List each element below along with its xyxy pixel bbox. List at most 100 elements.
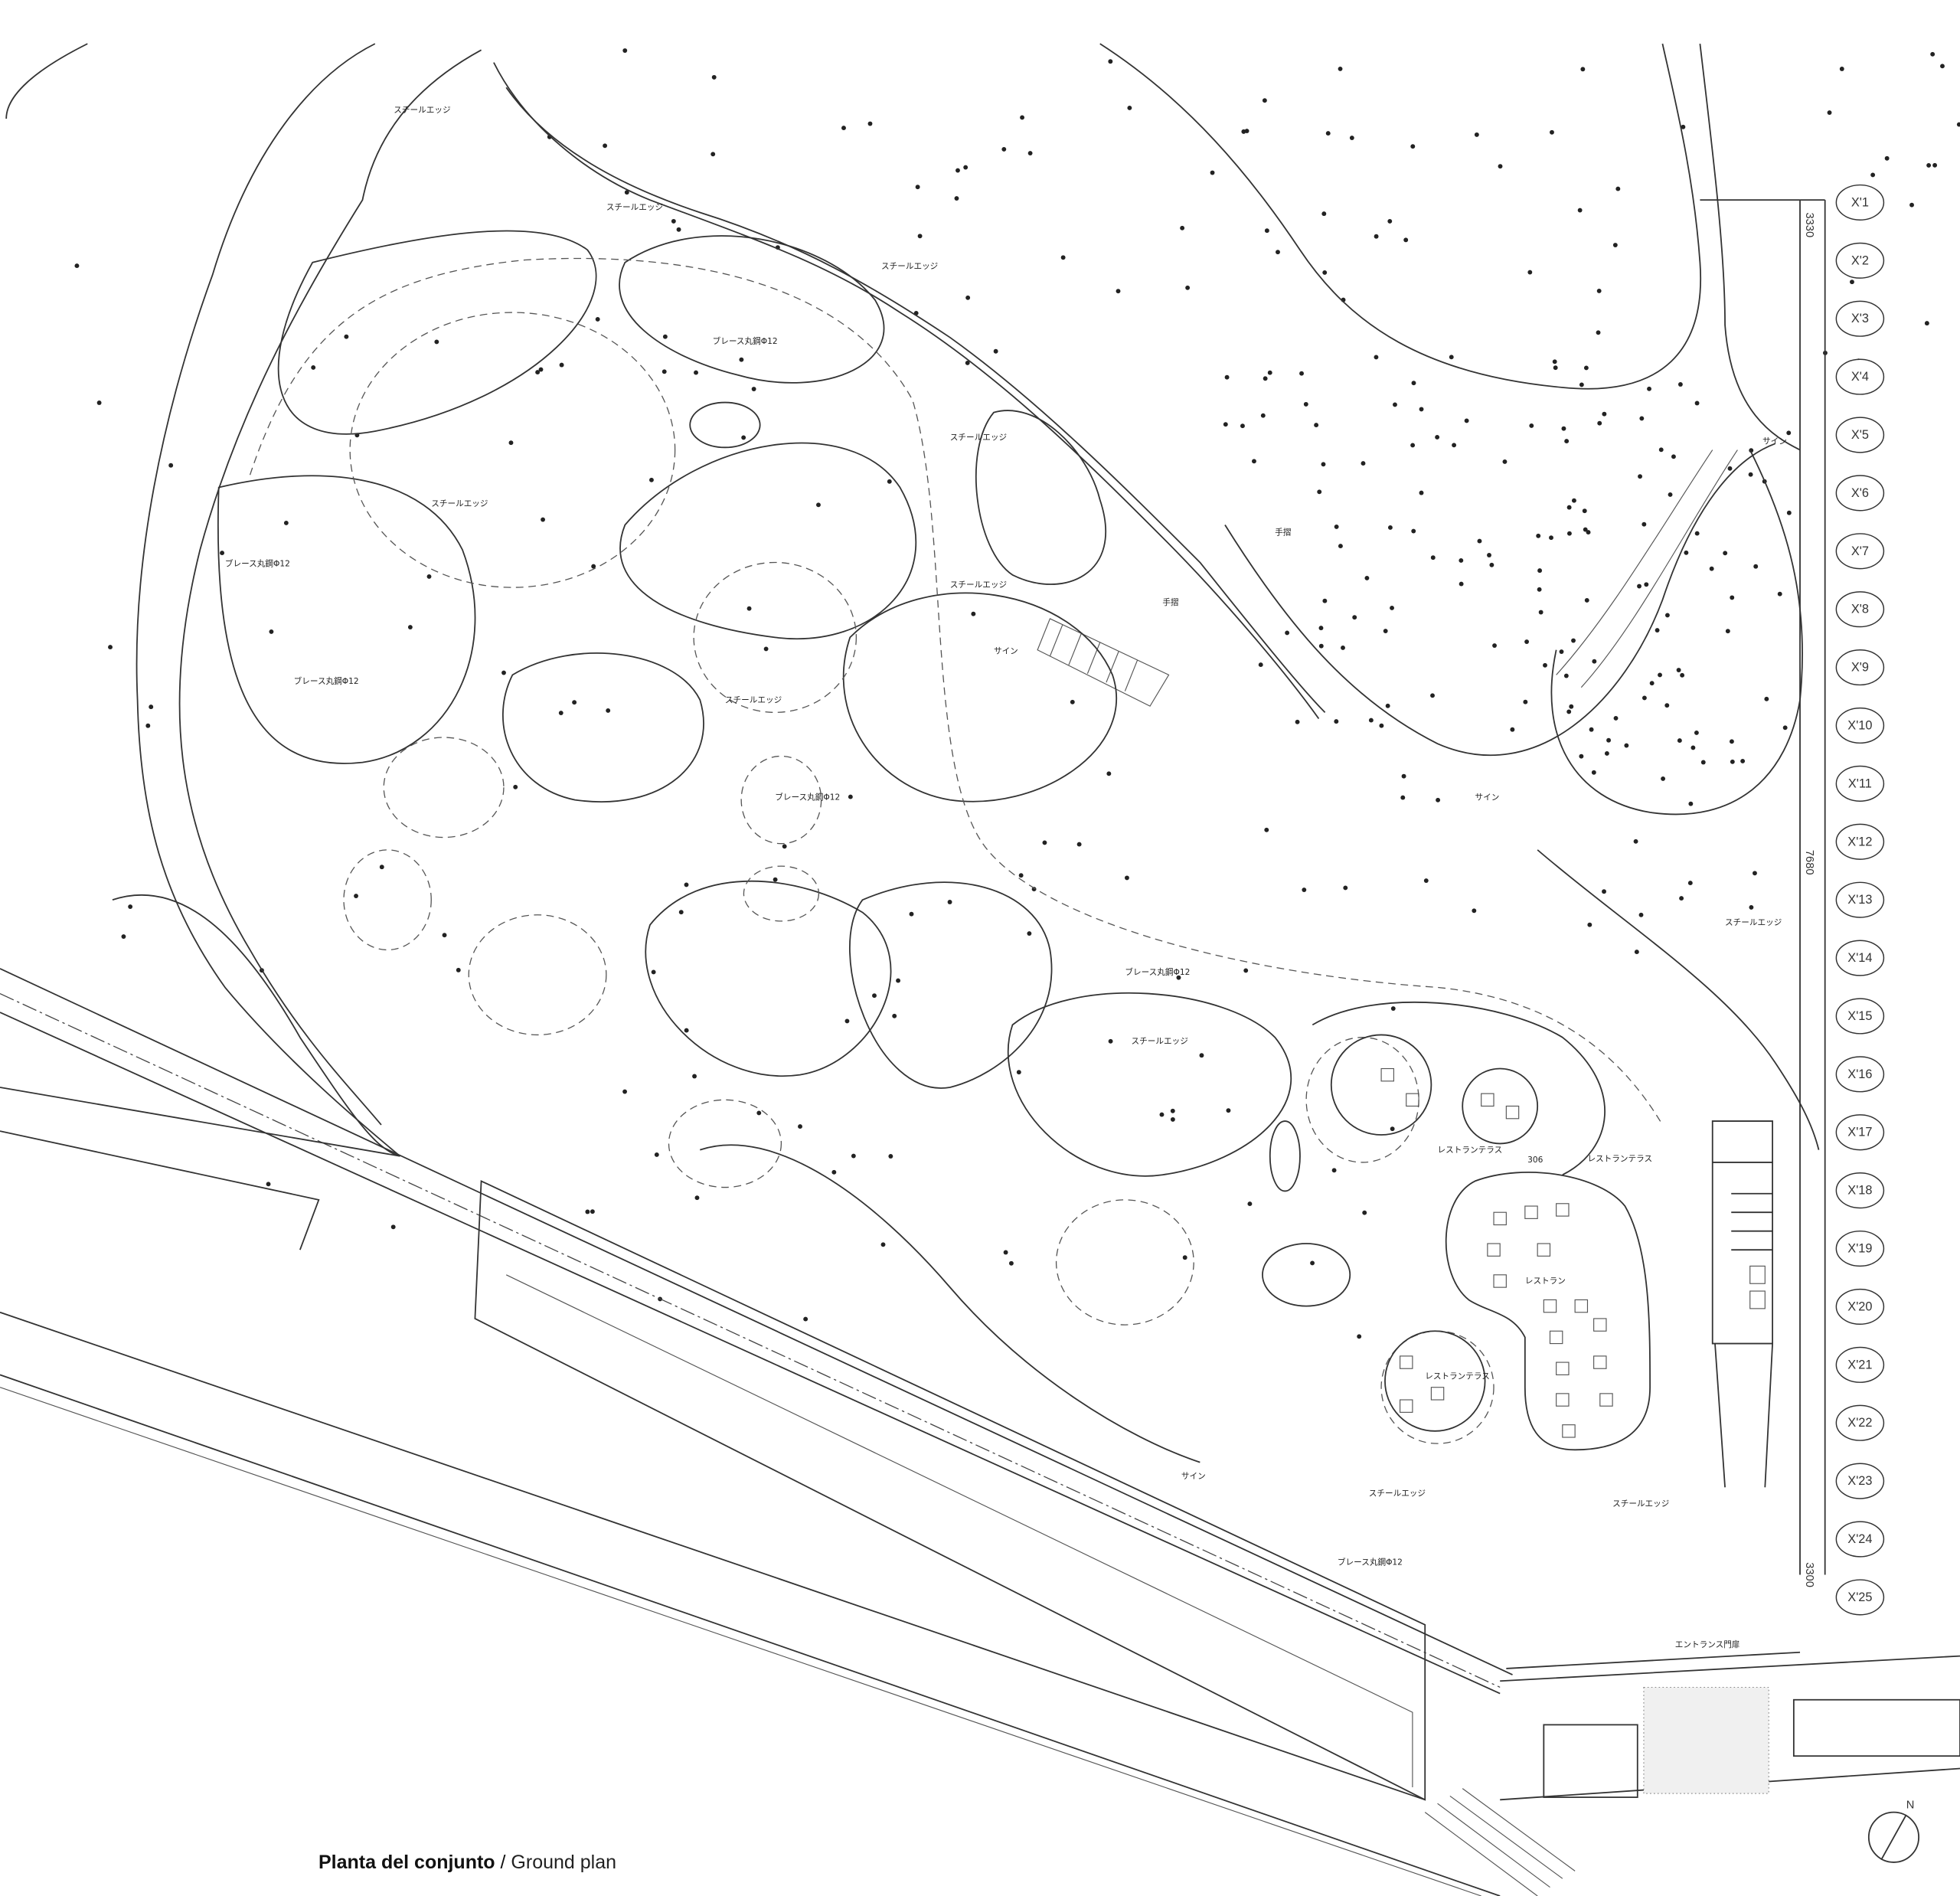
tree-dot	[1318, 643, 1324, 649]
tree-dot	[1303, 401, 1308, 407]
lawn-1	[277, 230, 597, 435]
tree-dot	[1419, 407, 1424, 412]
tree-dot	[1679, 896, 1684, 901]
tree-dot	[1730, 759, 1735, 764]
grid-marker-label: X'12	[1847, 835, 1872, 848]
tree-dot	[538, 367, 544, 372]
big-road-2	[0, 1374, 1501, 1896]
tree-dot	[1694, 531, 1700, 536]
annotation-terrace-area: 306	[1527, 1155, 1544, 1165]
tree-dot	[1524, 639, 1530, 644]
tree-dot	[1449, 355, 1454, 360]
canopy	[668, 1099, 782, 1188]
lawn-8	[645, 880, 892, 1077]
tree-dot	[1664, 613, 1670, 618]
tree-dot	[1642, 521, 1647, 527]
caption-spanish: Planta del conjunto	[318, 1852, 495, 1873]
service-building	[1711, 1120, 1773, 1488]
tree-dot	[1647, 386, 1651, 391]
tree-dot	[535, 370, 541, 375]
tree-dot	[1753, 871, 1757, 876]
tree-dot	[1584, 598, 1589, 603]
tree-dot	[756, 1110, 762, 1116]
north-arrow: N	[1867, 1800, 1920, 1863]
tree-dot	[1258, 662, 1263, 668]
tree-dot	[1400, 795, 1406, 800]
annotation-steel-edge: スチールエッジ	[950, 580, 1007, 590]
grid-marker-label: X'9	[1851, 661, 1869, 675]
tree-dot	[591, 564, 596, 569]
tree-dot	[266, 1182, 271, 1187]
table	[1493, 1274, 1507, 1288]
grid-marker-circle	[1835, 823, 1885, 860]
tree-dot	[1321, 211, 1327, 217]
tree-dot	[867, 121, 873, 126]
tree-dot	[1764, 696, 1769, 701]
tree-dot	[1839, 67, 1844, 71]
tree-dot	[1263, 376, 1268, 381]
tree-dot	[1430, 693, 1435, 698]
road-strip	[474, 1180, 1426, 1801]
canopy	[1305, 1037, 1419, 1163]
tree-dot	[1338, 544, 1343, 549]
tree-dot	[1383, 629, 1388, 633]
tree-dot	[1502, 459, 1508, 464]
east-plaza	[1550, 449, 1804, 816]
table	[1574, 1299, 1589, 1313]
tree-dot	[1926, 162, 1932, 168]
annotation-steel-edge: スチールエッジ	[1369, 1489, 1426, 1499]
tree-dot	[1688, 801, 1694, 806]
tree-dot	[108, 645, 113, 650]
tree-dot	[773, 877, 778, 882]
tree-dot	[1850, 279, 1854, 285]
tree-dot	[220, 551, 224, 556]
svg-text:N: N	[1906, 1800, 1915, 1812]
tree-dot	[1677, 738, 1682, 744]
grid-marker-label: X'25	[1847, 1590, 1872, 1604]
tree-dot	[1644, 582, 1649, 587]
annotation-steel-edge: スチールエッジ	[950, 433, 1007, 443]
tree-dot	[1592, 659, 1597, 664]
tree-dot	[1655, 628, 1660, 633]
dimension-top: 3330	[1803, 212, 1815, 237]
tree-dot	[1580, 67, 1586, 72]
tree-dot	[1252, 459, 1256, 464]
tree-dot	[1393, 402, 1397, 407]
tree-dot	[1563, 673, 1569, 678]
tree-dot	[1361, 461, 1366, 466]
grid-marker-label: X'6	[1851, 486, 1869, 500]
grid-marker-circle	[1835, 1114, 1885, 1151]
table	[1599, 1393, 1613, 1407]
annotation-handrail: 手摺	[1275, 528, 1291, 538]
tree-dot	[407, 625, 413, 629]
table	[1556, 1362, 1570, 1375]
tree-dot	[1658, 447, 1664, 453]
tree-dot	[1390, 1126, 1395, 1132]
grid-marker-label: X'7	[1851, 544, 1869, 558]
grid-marker-label: X'17	[1847, 1126, 1872, 1139]
tree-dot	[1027, 151, 1033, 155]
lawn-2	[619, 235, 885, 384]
tree-dot	[311, 365, 316, 370]
tree-dot	[1579, 382, 1584, 387]
tree-dot	[1403, 237, 1409, 243]
tree-dot	[1125, 875, 1129, 881]
grid-marker-circle	[1835, 998, 1885, 1035]
tree-dot	[1538, 610, 1544, 615]
grid-marker-circle	[1835, 417, 1885, 453]
tree-dot	[1527, 270, 1533, 275]
tree-dot	[1352, 615, 1357, 620]
annotation-steel-edge: スチールエッジ	[606, 202, 663, 212]
lawn-10	[1008, 992, 1292, 1177]
tree-dot	[1357, 1334, 1362, 1339]
annotation-sign: サイン	[1181, 1471, 1206, 1481]
grid-marker-label: X'18	[1847, 1184, 1872, 1198]
tree-dot	[456, 967, 461, 973]
tree-dot	[782, 844, 787, 849]
tree-dot	[694, 370, 698, 375]
tree-dot	[676, 227, 681, 232]
lawn-11	[112, 894, 400, 1157]
tree-dot	[1390, 1006, 1396, 1011]
tree-dot	[1310, 1260, 1315, 1266]
